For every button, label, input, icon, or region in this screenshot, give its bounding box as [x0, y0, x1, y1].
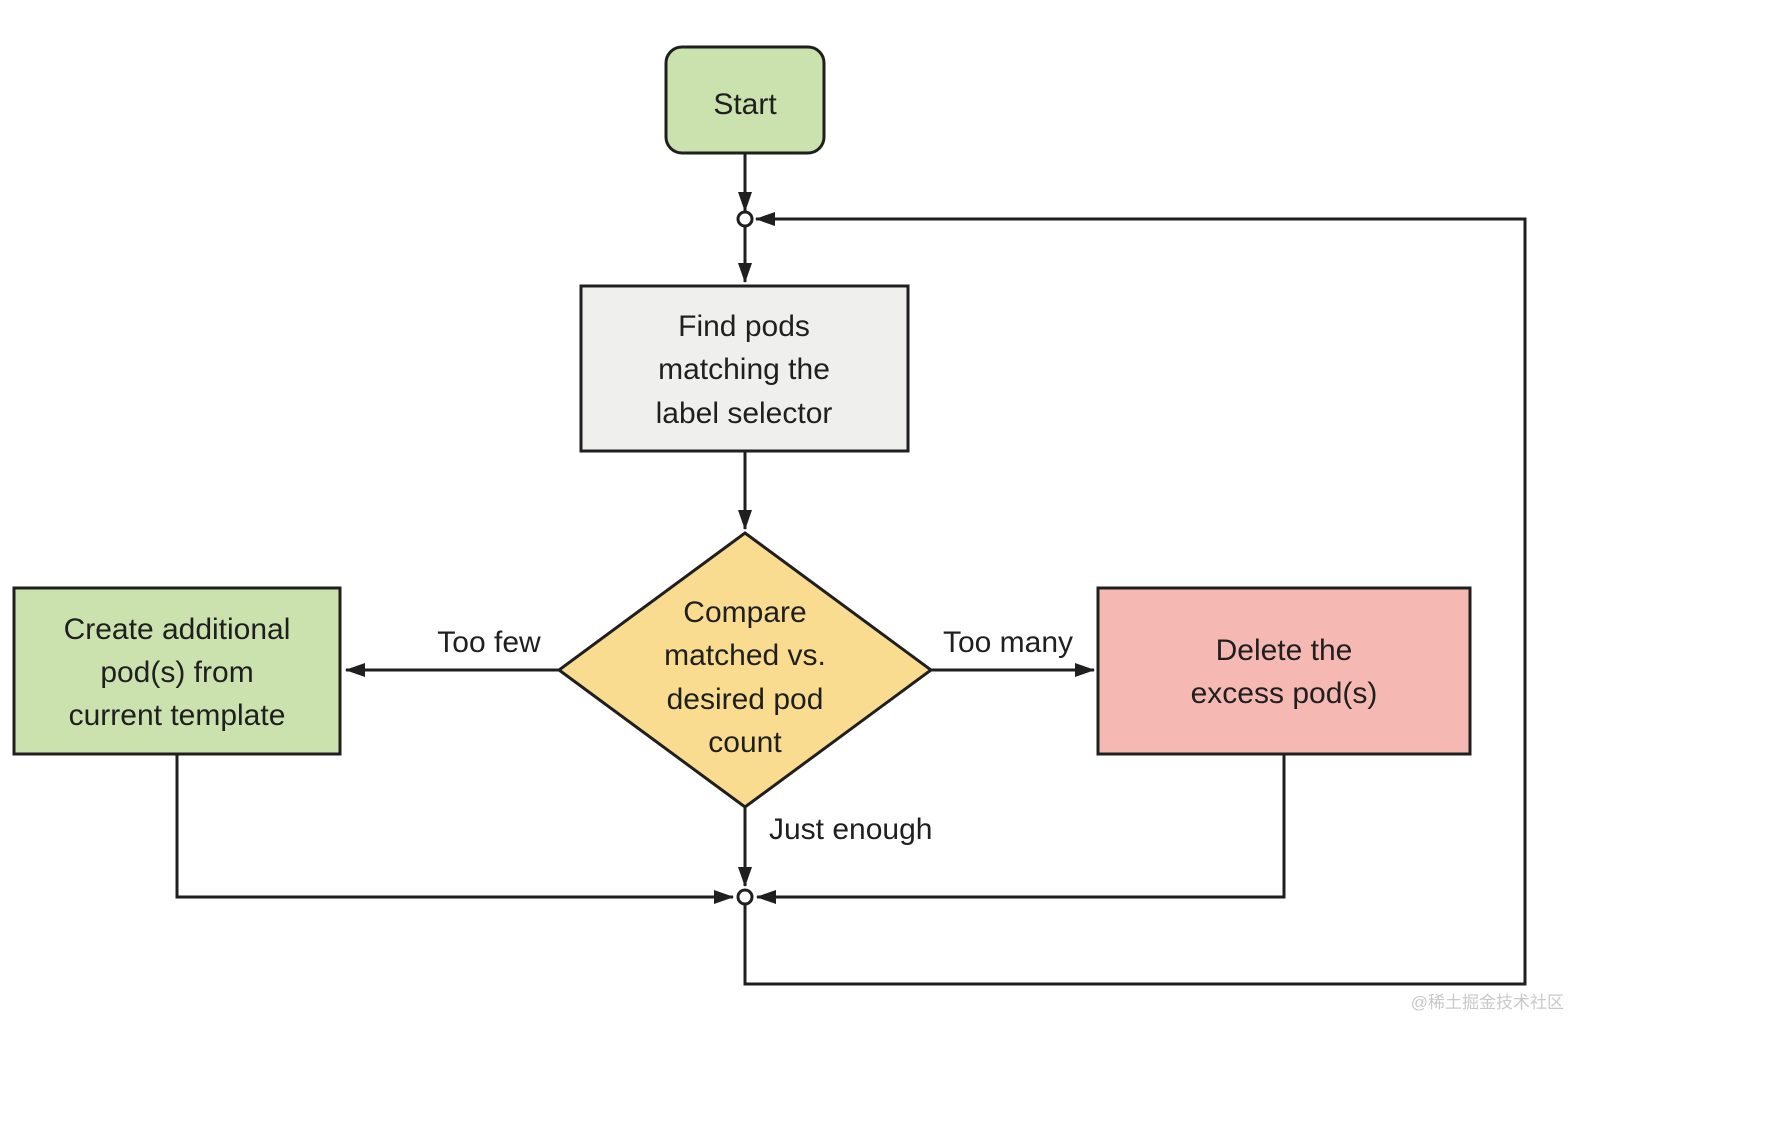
bottom-junction-circle [736, 888, 754, 906]
compare-label-line3: desired pod [667, 683, 824, 716]
watermark-text: @稀土掘金技术社区 [1411, 993, 1564, 1012]
start-node-label: Start [713, 88, 777, 121]
compare-label-line1: Compare [683, 596, 806, 629]
edge-label-just-enough: Just enough [769, 813, 932, 846]
delete-pods-label-line2: excess pod(s) [1191, 677, 1378, 710]
edge-label-too-many: Too many [943, 626, 1073, 659]
delete-pods-node [1096, 586, 1472, 756]
create-pods-node [12, 586, 342, 756]
edge-label-too-few: Too few [437, 626, 541, 659]
top-junction-circle [736, 210, 754, 228]
compare-label-line2: matched vs. [664, 639, 826, 672]
create-pods-label-line2: pod(s) from [100, 656, 253, 689]
find-pods-node [579, 284, 910, 453]
create-pods-return-connector [175, 754, 734, 904]
compare-decision-diamond [556, 531, 934, 809]
delete-pods-label-line1: Delete the [1216, 634, 1353, 667]
delete-pods-return-connector [756, 754, 1286, 904]
loop-back-connector [743, 212, 1527, 986]
find-pods-label-line2: matching the [658, 353, 830, 386]
create-pods-label-line3: current template [69, 699, 286, 732]
find-pods-label-line3: label selector [656, 397, 833, 430]
compare-label-line4: count [708, 726, 782, 759]
find-pods-label-line1: Find pods [678, 310, 810, 343]
start-node [664, 45, 826, 155]
create-pods-label-line1: Create additional [64, 613, 291, 646]
